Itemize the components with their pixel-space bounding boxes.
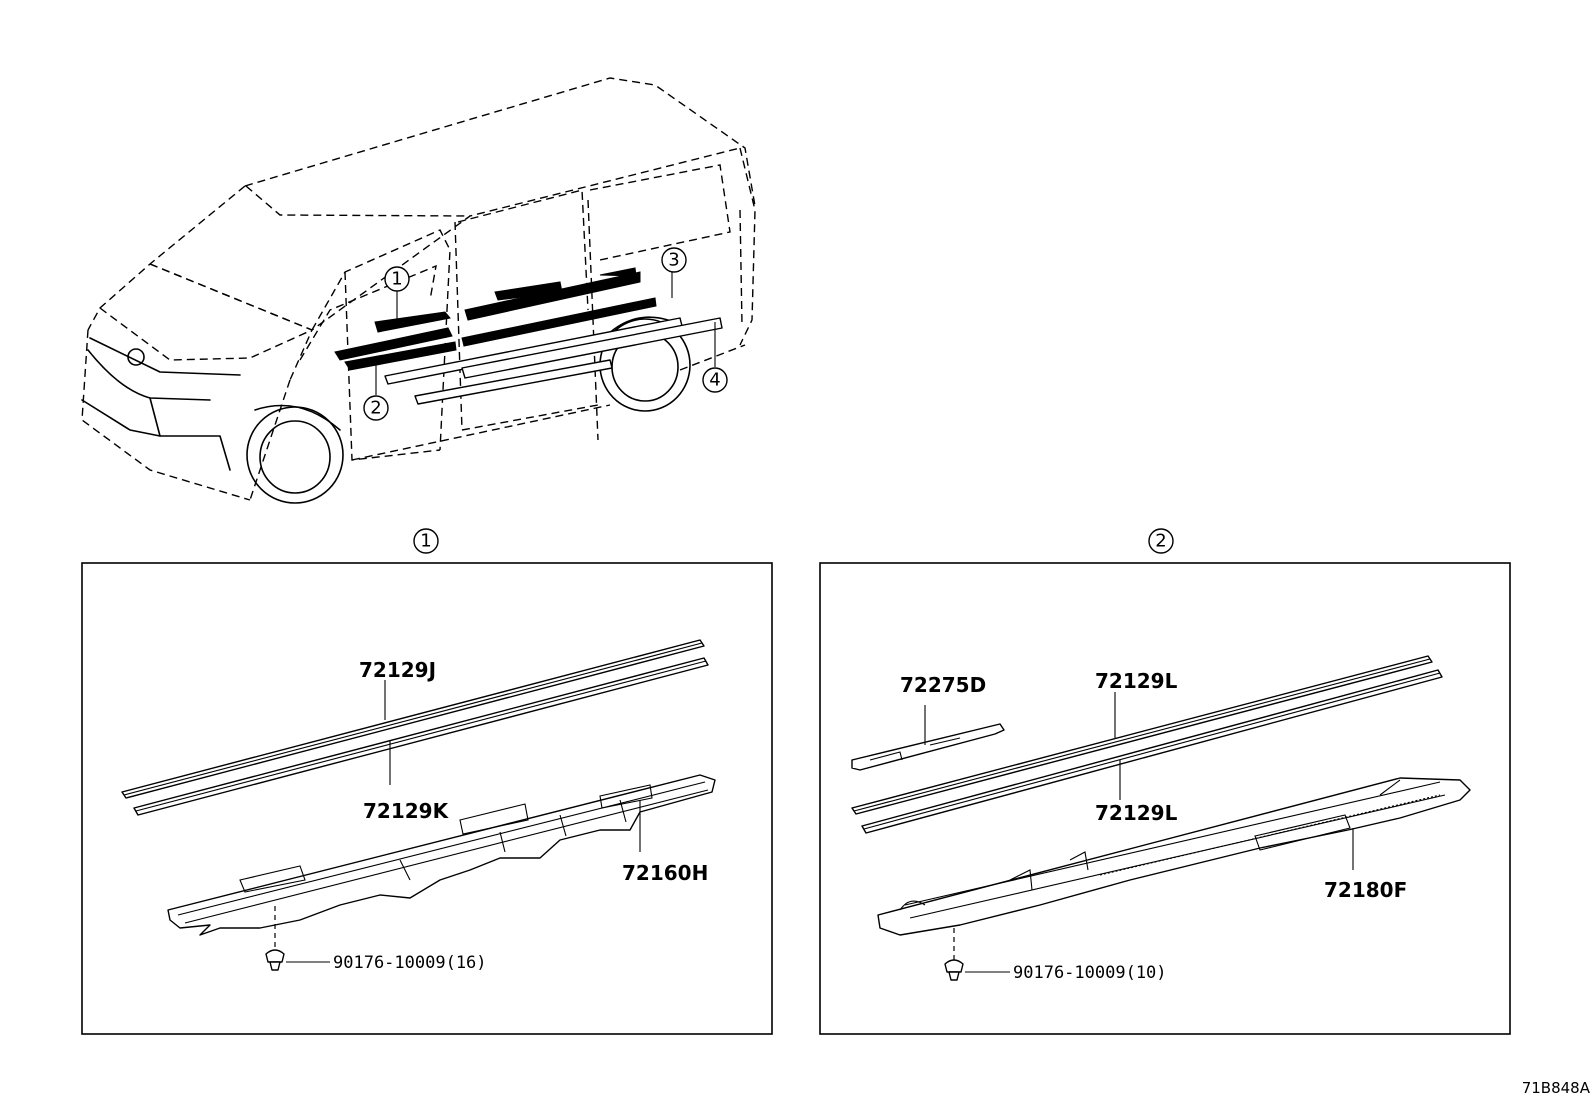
- panel-2-header: 2: [1155, 531, 1166, 552]
- van-illustration: 1 2 3 4: [81, 77, 756, 504]
- panel-1: 1 72129J 72129K 72160H: [81, 528, 773, 1035]
- bracket-72275D: [851, 723, 1005, 771]
- label-clip-right: 90176-10009(10): [1013, 963, 1167, 983]
- label-72129L-upper: 72129L: [1095, 669, 1178, 693]
- label-clip-left: 90176-10009(16): [333, 953, 487, 973]
- label-72129K: 72129K: [363, 799, 450, 823]
- panel-2-header-circle: [1148, 528, 1174, 554]
- label-72129J: 72129J: [359, 658, 436, 682]
- callout-3: 3: [668, 250, 679, 271]
- panel-1-header-circle: [413, 528, 439, 554]
- callout-1-circle: [384, 266, 410, 292]
- panel-1-frame: [81, 562, 773, 1035]
- callout-1: 1: [391, 269, 402, 290]
- label-72180F: 72180F: [1324, 878, 1407, 902]
- label-72275D: 72275D: [900, 673, 986, 697]
- clip-90176-16: [265, 949, 285, 971]
- callout-3-circle: [661, 247, 687, 273]
- label-72160H: 72160H: [622, 861, 708, 885]
- panel-2-frame: [819, 562, 1511, 1035]
- callout-4: 4: [709, 370, 720, 391]
- rail-72160H: [167, 774, 716, 936]
- clip-90176-10: [944, 959, 964, 981]
- panel-2: 2: [819, 528, 1511, 1035]
- callout-4-circle: [702, 367, 728, 393]
- panel-1-header: 1: [420, 531, 431, 552]
- callout-2-circle: [363, 395, 389, 421]
- figure-reference: 71B848A: [1522, 1079, 1591, 1097]
- callout-2: 2: [370, 398, 381, 419]
- label-72129L-lower: 72129L: [1095, 801, 1178, 825]
- rail-72180F: [877, 777, 1471, 936]
